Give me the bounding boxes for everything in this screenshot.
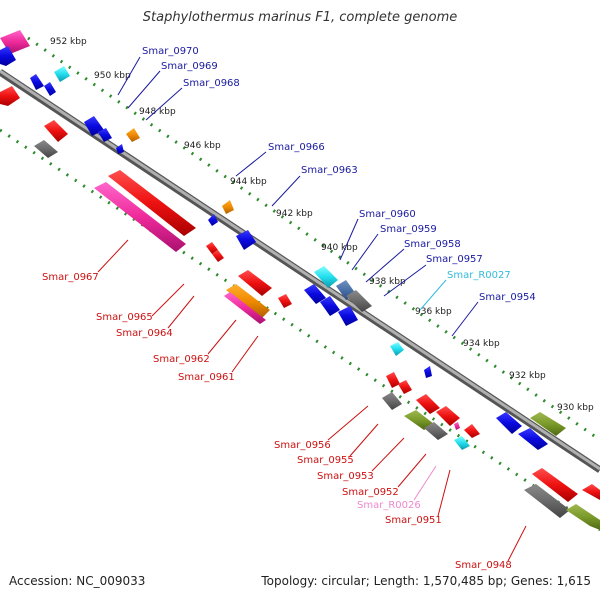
gene-feature <box>116 144 124 154</box>
gene-feature <box>238 270 272 296</box>
gene-feature <box>582 484 600 500</box>
kbp-label: 940 kbp <box>321 243 358 253</box>
gene-feature <box>386 372 400 388</box>
reverse-labels: Smar_0967 Smar_0965 Smar_0964 Smar_0962 … <box>42 272 512 571</box>
scale-labels: 952 kbp 950 kbp 948 kbp 946 kbp 944 kbp … <box>50 37 594 413</box>
gene-label: Smar_0952 <box>342 487 399 498</box>
gene-label: Smar_0964 <box>116 328 173 339</box>
gene-feature <box>0 86 20 106</box>
gene-label: Smar_0966 <box>268 142 325 153</box>
gene-label: Smar_0963 <box>301 165 358 176</box>
kbp-label: 930 kbp <box>557 403 594 413</box>
gene-feature <box>224 292 266 324</box>
gene-feature <box>44 120 68 142</box>
gene-feature <box>518 428 548 450</box>
gene-feature <box>30 74 44 90</box>
kbp-label: 934 kbp <box>463 339 500 349</box>
kbp-label: 952 kbp <box>50 37 87 47</box>
gene-label: Smar_0953 <box>317 471 374 482</box>
gene-feature <box>0 46 16 66</box>
gene-feature <box>206 242 218 254</box>
gene-label: Smar_0960 <box>359 209 416 220</box>
gene-feature <box>94 182 186 252</box>
gene-feature <box>108 170 196 236</box>
gene-features <box>0 30 600 530</box>
gene-feature <box>314 266 338 288</box>
gene-feature <box>54 66 70 82</box>
kbp-label: 946 kbp <box>184 141 221 151</box>
gene-label: Smar_0970 <box>142 46 199 57</box>
gene-label: Smar_0962 <box>153 354 210 365</box>
kbp-label: 950 kbp <box>94 71 131 81</box>
gene-label: Smar_0961 <box>178 372 235 383</box>
gene-label: Smar_0951 <box>385 515 442 526</box>
kbp-label: 938 kbp <box>369 277 406 287</box>
gene-feature <box>524 484 570 518</box>
gene-feature <box>390 342 404 356</box>
gene-label: Smar_0958 <box>404 239 461 250</box>
gene-feature <box>404 410 434 430</box>
gene-label: Smar_0968 <box>183 78 240 89</box>
gene-feature <box>212 250 224 262</box>
gene-feature <box>416 394 440 414</box>
gene-feature <box>424 366 432 378</box>
gene-label: Smar_0969 <box>161 61 218 72</box>
gene-feature <box>464 424 480 438</box>
gene-feature <box>532 468 578 502</box>
gene-feature <box>236 230 256 250</box>
accession-text: Accession: NC_009033 <box>9 574 146 588</box>
gene-label: Smar_R0027 <box>447 270 511 281</box>
gene-feature <box>208 214 218 226</box>
gene-feature <box>436 406 460 426</box>
topology-text: Topology: circular; Length: 1,570,485 bp… <box>261 574 591 588</box>
kbp-label: 942 kbp <box>276 209 313 219</box>
gene-label: Smar_0948 <box>455 560 512 571</box>
label-leaders <box>97 56 527 562</box>
gene-feature <box>304 284 326 304</box>
gene-feature <box>98 128 112 142</box>
gene-feature <box>44 82 56 96</box>
gene-label: Smar_0957 <box>426 254 483 265</box>
gene-feature <box>566 504 600 530</box>
kbp-label: 948 kbp <box>139 107 176 117</box>
track-guides <box>0 36 600 532</box>
kbp-label: 936 kbp <box>415 307 452 317</box>
gene-feature <box>496 412 522 434</box>
forward-labels: Smar_0970 Smar_0969 Smar_0968 Smar_0966 … <box>142 46 536 303</box>
gene-label: Smar_0955 <box>297 455 354 466</box>
gene-feature <box>346 290 372 312</box>
gene-label: Smar_0959 <box>380 224 437 235</box>
genome-backbone <box>0 69 600 473</box>
gene-feature <box>84 116 104 136</box>
map-title: Staphylothermus marinus F1, complete gen… <box>143 10 458 25</box>
gene-label: Smar_0967 <box>42 272 99 283</box>
gene-feature <box>424 422 448 440</box>
gene-label: Smar_R0026 <box>357 500 421 511</box>
gene-feature <box>382 392 402 410</box>
kbp-label: 932 kbp <box>509 371 546 381</box>
gene-feature <box>454 422 460 430</box>
gene-feature <box>126 128 140 142</box>
gene-label: Smar_0956 <box>274 440 331 451</box>
gene-feature <box>278 294 292 308</box>
gene-feature <box>398 380 412 394</box>
gene-label: Smar_0965 <box>96 312 153 323</box>
gene-feature <box>222 200 234 214</box>
gene-label: Smar_0954 <box>479 292 536 303</box>
gene-feature <box>34 140 58 158</box>
kbp-label: 944 kbp <box>230 177 267 187</box>
gene-feature <box>320 296 340 316</box>
gene-feature <box>530 412 566 436</box>
gene-feature <box>338 306 358 326</box>
gene-feature <box>454 436 470 450</box>
gene-feature <box>226 284 270 318</box>
